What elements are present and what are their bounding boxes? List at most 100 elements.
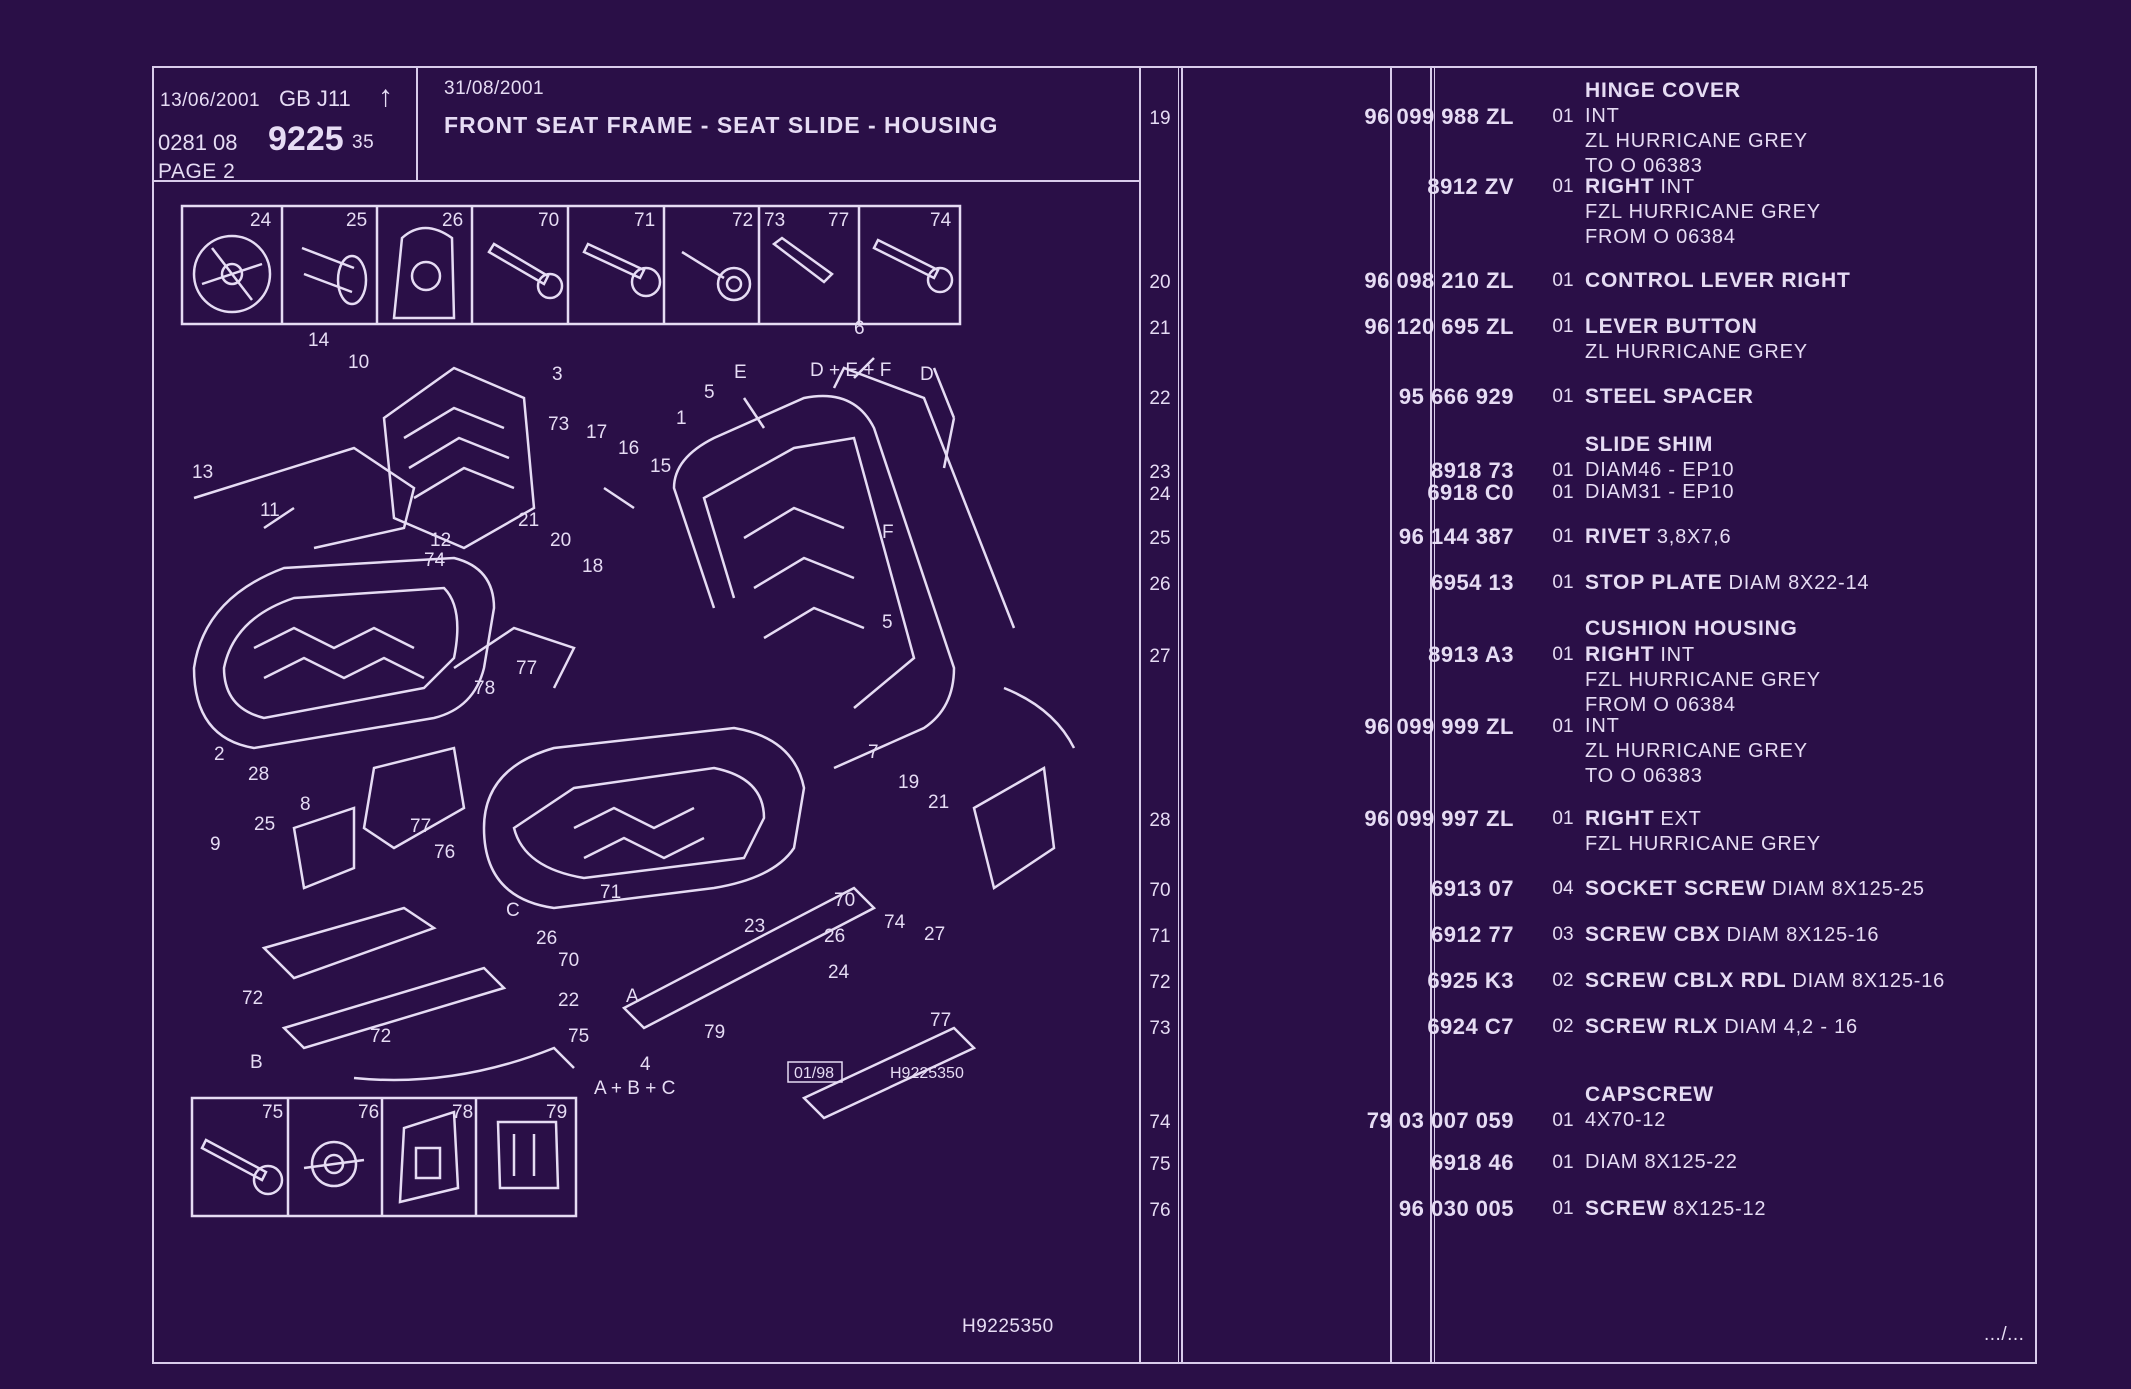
label-70b: 70	[834, 890, 855, 911]
revision-date: 31/08/2001	[444, 78, 545, 99]
callout-70: 70	[538, 210, 559, 231]
part-detail-line: FROM O 06384	[1585, 226, 1736, 248]
label-5: 5	[704, 382, 715, 403]
divider-diagram	[1139, 68, 1141, 1362]
part-spec: 8X125-12	[1673, 1198, 1767, 1220]
part-spec: DIAM 8X125-16	[1726, 924, 1880, 946]
part-group-title: HINGE COVER	[1585, 79, 1741, 102]
stamp-ref: H9225350	[890, 1065, 964, 1082]
part-number: 8918 73	[1430, 458, 1514, 483]
part-description: STEEL SPACER	[1585, 384, 1754, 410]
stamp-date: 01/98	[794, 1065, 834, 1082]
part-detail-line: 4X70-12	[1585, 1109, 1667, 1131]
label-70: 70	[558, 950, 579, 971]
part-detail-line: ZL HURRICANE GREY	[1585, 740, 1808, 762]
part-number: 6954 13	[1430, 570, 1514, 595]
part-group-title: CAPSCREW	[1585, 1083, 1714, 1106]
callout-73: 73	[764, 210, 785, 231]
part-detail-line: FZL HURRICANE GREY	[1585, 201, 1821, 223]
part-description: DIAM 8X125-22	[1585, 1150, 1738, 1175]
ref-number: 25	[1149, 528, 1171, 549]
ref-number: 74	[1149, 1112, 1171, 1133]
part-number: 6913 07	[1430, 876, 1514, 901]
quantity: 03	[1552, 924, 1574, 945]
part-detail-line: FROM O 06384	[1585, 694, 1736, 716]
label-74b: 74	[884, 912, 906, 933]
label-20: 20	[550, 530, 571, 551]
part-name: STEEL SPACER	[1585, 385, 1754, 408]
group-label-abc: A + B + C	[594, 1078, 675, 1099]
group-num-4: 4	[640, 1054, 651, 1075]
part-detail-line: FZL HURRICANE GREY	[1585, 833, 1821, 855]
label-27: 27	[924, 924, 945, 945]
ref-number: 70	[1149, 880, 1171, 901]
part-number: 6925 K3	[1427, 968, 1514, 993]
label-22: 22	[558, 990, 579, 1011]
label-8: 8	[300, 794, 311, 815]
part-detail-line: TO O 06383	[1585, 155, 1703, 177]
part-spec: EXT	[1660, 808, 1702, 830]
ref-number: 72	[1149, 972, 1171, 993]
part-spec: INT	[1660, 644, 1695, 666]
ref-number: 23	[1149, 462, 1171, 483]
part-name: CONTROL LEVER RIGHT	[1585, 269, 1851, 292]
label-18: 18	[582, 556, 603, 577]
ref-number: 26	[1149, 574, 1171, 595]
callout-76: 76	[358, 1102, 379, 1123]
quantity: 01	[1552, 808, 1574, 829]
quantity: 01	[1552, 1152, 1574, 1173]
label-21: 21	[518, 510, 539, 531]
part-detail-line: INT	[1585, 105, 1620, 127]
catalogue-code: GB J11	[279, 86, 351, 111]
part-number: 96 120 695 ZL	[1364, 314, 1514, 339]
ref-number: 71	[1149, 926, 1171, 947]
callout-72: 72	[732, 210, 753, 231]
quantity: 01	[1552, 316, 1574, 337]
label-E: E	[734, 362, 747, 383]
part-spec: 3,8X7,6	[1656, 526, 1732, 548]
callout-75: 75	[262, 1102, 283, 1123]
exploded-diagram: 24 25 26 70 71 72 73 77 74 75 76 78 79 6…	[154, 68, 1139, 1366]
callout-77: 77	[828, 210, 849, 231]
part-spec: INT	[1660, 176, 1695, 198]
quantity: 01	[1552, 386, 1574, 407]
seat-frame-drawing: 24 25 26 70 71 72 73 77 74 75 76 78 79 6…	[180, 204, 1076, 1218]
label-21b: 21	[928, 792, 949, 813]
label-9: 9	[210, 834, 221, 855]
label-26: 26	[536, 928, 557, 949]
quantity: 02	[1552, 970, 1574, 991]
part-name: SOCKET SCREW	[1585, 877, 1767, 900]
part-name: SCREW	[1585, 1197, 1668, 1220]
divider-ref-inner	[1178, 68, 1179, 1362]
callout-25: 25	[346, 210, 367, 231]
part-number: 6912 77	[1430, 922, 1514, 947]
part-number: 8913 A3	[1428, 642, 1514, 667]
part-detail-line: ZL HURRICANE GREY	[1585, 130, 1808, 152]
callout-24: 24	[250, 210, 272, 231]
label-74: 74	[424, 550, 446, 571]
sheet-header: 13/06/2001 GB J11 ↑ 0281 08 9225 35 PAGE…	[154, 68, 1139, 183]
page-number: PAGE 2	[158, 160, 236, 183]
part-number: 6918 C0	[1427, 480, 1514, 505]
label-14: 14	[308, 330, 330, 351]
part-detail-line: DIAM46 - EP10	[1585, 459, 1735, 481]
label-77c: 77	[930, 1010, 951, 1031]
part-description: CAPSCREW 4X70-12	[1585, 1082, 1714, 1133]
callout-71: 71	[634, 210, 655, 231]
label-17: 17	[586, 422, 607, 443]
quantity: 04	[1552, 878, 1574, 899]
part-description: DIAM31 - EP10	[1585, 480, 1734, 505]
up-arrow-icon: ↑	[378, 80, 393, 113]
label-B: B	[250, 1052, 263, 1073]
label-28: 28	[248, 764, 269, 785]
part-name: STOP PLATE	[1585, 571, 1723, 594]
label-11: 11	[260, 500, 280, 521]
label-16: 16	[618, 438, 639, 459]
ref-number: 19	[1149, 108, 1171, 129]
part-number: 79 03 007 059	[1366, 1108, 1514, 1133]
part-number: 96 144 387	[1398, 524, 1514, 549]
label-71: 71	[600, 882, 621, 903]
